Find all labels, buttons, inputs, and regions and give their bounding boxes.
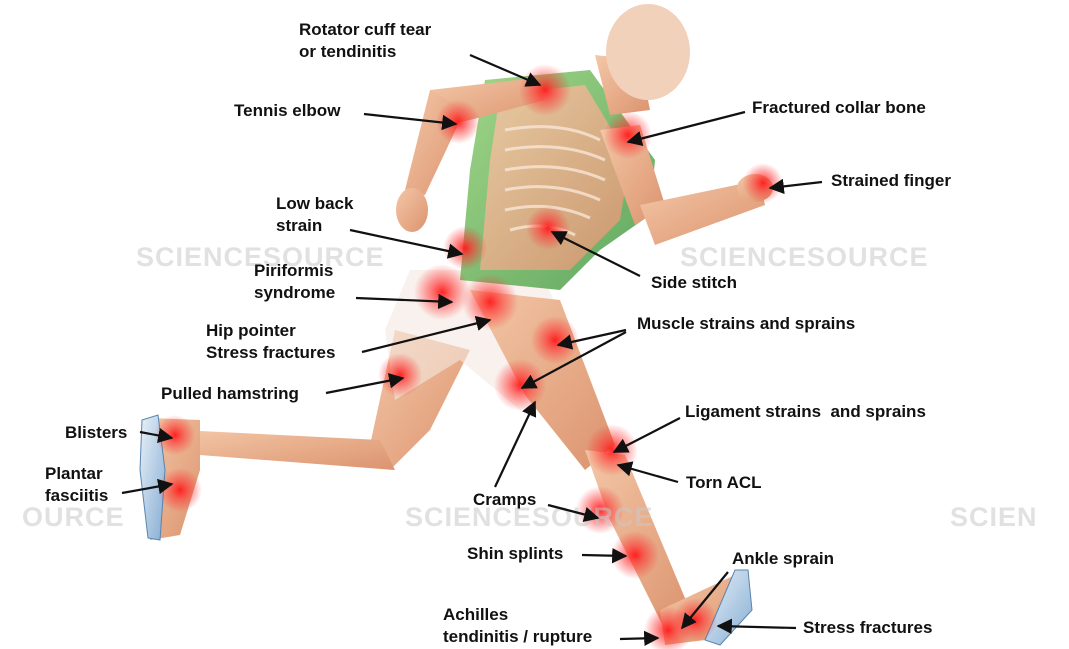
glow-finger: [743, 163, 783, 203]
back-calf: [180, 430, 395, 470]
watermark: SCIEN: [950, 502, 1038, 532]
glow-plantar: [158, 468, 202, 512]
label-cramps: Cramps: [473, 489, 536, 511]
label-ligament: Ligament strains and sprains: [685, 401, 926, 423]
glow-thigh-low: [494, 359, 546, 411]
label-low-back: Low back strain: [276, 193, 353, 237]
glow-collar-bone: [604, 111, 652, 159]
glow-low-back: [443, 226, 487, 270]
label-hamstring: Pulled hamstring: [161, 383, 299, 405]
glow-ankle: [673, 598, 717, 642]
label-ankle-sprain: Ankle sprain: [732, 548, 834, 570]
label-hip-pointer: Hip pointer Stress fractures: [206, 320, 335, 364]
label-strained-finger: Strained finger: [831, 170, 951, 192]
glow-side-stitch: [526, 206, 570, 250]
glow-quad: [531, 316, 579, 364]
label-blisters: Blisters: [65, 422, 127, 444]
glow-rotator-cuff: [519, 64, 571, 116]
label-piriformis: Piriformis syndrome: [254, 260, 335, 304]
label-collar-bone: Fractured collar bone: [752, 97, 926, 119]
label-torn-acl: Torn ACL: [686, 472, 762, 494]
glow-hamstring: [378, 353, 422, 397]
label-side-stitch: Side stitch: [651, 272, 737, 294]
label-shin-splints: Shin splints: [467, 543, 563, 565]
glow-piriformis-2: [462, 274, 518, 330]
head: [606, 4, 690, 100]
label-plantar: Plantar fasciitis: [45, 463, 108, 507]
label-achilles: Achilles tendinitis / rupture: [443, 604, 592, 648]
label-stress-fractures-foot: Stress fractures: [803, 617, 932, 639]
watermark: SCIENCESOURCE: [680, 242, 929, 272]
back-hand: [396, 188, 428, 232]
arrow-achilles: [620, 638, 658, 639]
label-tennis-elbow: Tennis elbow: [234, 100, 340, 122]
glow-piriformis-1: [414, 264, 470, 320]
arrow-shin: [582, 555, 626, 556]
arrow-cramps-1: [495, 402, 535, 487]
label-rotator-cuff: Rotator cuff tear or tendinitis: [299, 19, 431, 63]
label-muscle-strains: Muscle strains and sprains: [637, 313, 855, 335]
